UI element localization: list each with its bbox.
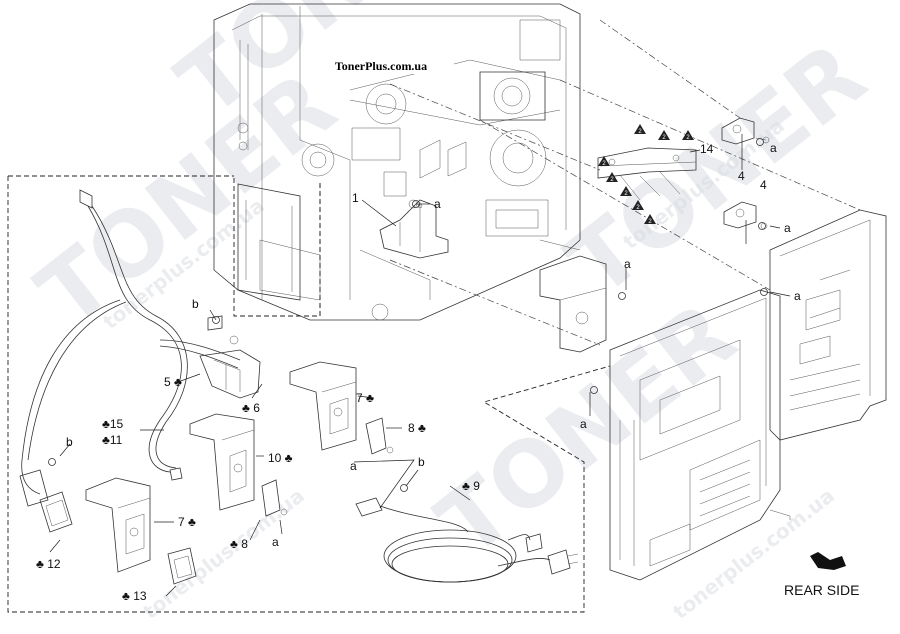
caution-triangle-icon: 2: [620, 186, 632, 197]
callout-13: ♣ 13: [122, 589, 147, 603]
controller-board-unit: [609, 289, 791, 581]
leader-lines: [49, 19, 861, 597]
callout-a: a: [770, 141, 777, 155]
callout-1: 1: [352, 191, 359, 205]
detail-boundary-lower: [7, 175, 611, 613]
caution-triangle-number: 2: [636, 205, 640, 211]
caution-triangle-number: 2: [648, 219, 652, 225]
caution-marks: 2 2 2 2 2 2 2 2: [598, 124, 694, 225]
caution-triangle-icon: 2: [606, 172, 618, 183]
cable-15-11: [19, 189, 188, 507]
caution-triangle-icon: 2: [598, 156, 610, 167]
callout-a: a: [794, 289, 801, 303]
rear-side-indicator: REAR SIDE: [784, 552, 859, 598]
callout-15: ♣15: [102, 417, 124, 431]
callout-10: 10 ♣: [268, 451, 293, 465]
main-frame-drawing: [213, 3, 581, 321]
callout-labels: 1 a 14 4 4 a a a a a b 5 ♣ ♣ 6 7 ♣ 8 ♣ ♣…: [36, 141, 801, 603]
part-7-bracket-upper: [289, 361, 357, 451]
part-14-harness: [597, 147, 697, 201]
watermark-url-4: tonerplus.com.ua: [668, 483, 839, 624]
callout-b: b: [192, 297, 199, 311]
callout-7-upper: 7 ♣: [356, 391, 374, 405]
callout-9: ♣ 9: [462, 479, 480, 493]
callout-a: a: [434, 197, 441, 211]
screws: [48, 138, 768, 492]
caution-triangle-icon: 2: [634, 124, 646, 135]
caution-triangle-number: 2: [610, 177, 614, 183]
callout-b: b: [66, 435, 73, 449]
caution-triangle-icon: 2: [644, 214, 656, 225]
callout-5: 5 ♣: [164, 375, 182, 389]
callout-a: a: [624, 257, 631, 271]
caution-triangle-number: 2: [624, 191, 628, 197]
small-mount-bracket: [539, 255, 607, 353]
rear-panel-frame: [769, 209, 887, 441]
watermark-brand-4: TONER: [419, 283, 755, 578]
watermark-brand-2: TONER: [19, 53, 355, 348]
callout-a: a: [350, 459, 357, 473]
caution-triangle-icon: 2: [682, 130, 694, 141]
caution-triangle-icon: 2: [658, 130, 670, 141]
callout-7-lower: 7 ♣: [178, 515, 196, 529]
part-8-plate-lower: [261, 479, 288, 517]
site-banner-background: [308, 57, 454, 74]
rear-side-arrow-icon: [810, 552, 846, 570]
callout-4-upper: 4: [738, 169, 745, 183]
part-10-bracket: [189, 413, 255, 511]
rear-side-label: REAR SIDE: [784, 582, 859, 598]
callout-a: a: [272, 535, 279, 549]
callout-8-upper: 8 ♣: [408, 421, 426, 435]
caution-triangle-number: 2: [662, 135, 666, 141]
callout-11: ♣11: [102, 433, 123, 447]
part-13-switch: [167, 547, 197, 585]
callout-a: a: [784, 221, 791, 235]
part-12-inlet: [39, 491, 73, 533]
callout-8-lower: ♣ 8: [230, 537, 248, 551]
callout-b: b: [418, 455, 425, 469]
callout-a: a: [580, 417, 587, 431]
watermark-url-2: tonerplus.com.ua: [138, 483, 309, 624]
site-banner: TonerPlus.com.ua: [335, 59, 427, 73]
caution-triangle-number: 2: [686, 135, 690, 141]
caution-triangle-number: 2: [638, 129, 642, 135]
caution-triangle-icon: 2: [632, 200, 644, 211]
part-8-plate-upper: [365, 417, 394, 455]
part-7-bracket-lower: [85, 477, 151, 573]
callout-14: 14: [700, 142, 714, 156]
part-9-power-cord: [355, 497, 579, 583]
callout-12: ♣ 12: [36, 557, 61, 571]
caution-triangle-number: 2: [602, 161, 606, 167]
callout-4-lower: 4: [760, 178, 767, 192]
part-1-bracket: [379, 199, 449, 259]
callout-6: ♣ 6: [242, 401, 260, 415]
